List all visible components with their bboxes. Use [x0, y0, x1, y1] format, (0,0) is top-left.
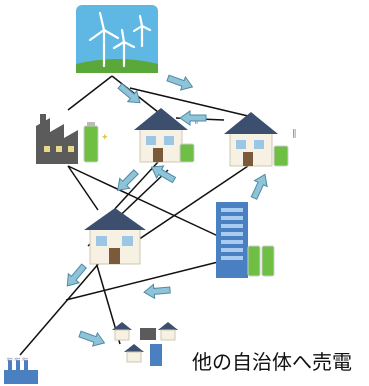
- flow-arrow: [143, 283, 171, 300]
- power-plant-icon: ≈≈≈: [4, 355, 38, 384]
- connection-lines: [19, 75, 249, 356]
- house-icon: [84, 208, 146, 265]
- energy-flow-arrows: [66, 74, 268, 347]
- office-building-with-battery-icon: [216, 202, 275, 278]
- flow-arrow: [66, 263, 88, 287]
- factory-with-battery-icon: ✦: [36, 114, 109, 164]
- flow-arrow: [150, 165, 177, 184]
- house-with-battery-icon: ∥: [134, 108, 199, 163]
- flow-arrow: [116, 169, 139, 192]
- wind-turbine-icon: [76, 5, 158, 73]
- flow-arrow: [166, 74, 194, 91]
- flow-arrow: [78, 330, 106, 347]
- flow-arrow: [250, 173, 268, 200]
- svg-text:≈≈≈: ≈≈≈: [6, 355, 29, 365]
- caption-sell-to-other-municipalities: 他の自治体へ売電: [192, 350, 352, 374]
- svg-text:∥: ∥: [292, 129, 297, 139]
- flow-arrow: [117, 82, 141, 104]
- svg-text:✦: ✦: [101, 133, 109, 143]
- town-cluster-icon: [112, 322, 178, 366]
- flow-arrow: [179, 110, 207, 126]
- house-with-battery-icon: ∥: [224, 112, 297, 167]
